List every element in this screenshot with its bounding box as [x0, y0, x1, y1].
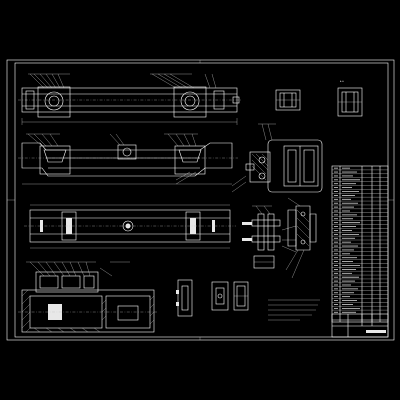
parts-list-table	[331, 165, 389, 323]
beam-bottom-view	[24, 204, 236, 249]
technical-notes	[268, 299, 320, 321]
guide-rail-section	[285, 197, 317, 279]
detail-part-3	[233, 281, 249, 311]
detail-view-small-2: A-A	[337, 80, 363, 117]
detail-view-small-1	[275, 89, 301, 111]
beam-front-view	[18, 133, 238, 185]
carriage-section-view	[231, 123, 323, 193]
title-block	[331, 313, 389, 338]
detail-part-1	[176, 279, 193, 317]
bolt-detail-view	[242, 205, 297, 269]
detail-part-2	[211, 281, 229, 311]
sheet-frame	[6, 59, 395, 341]
beam-top-view	[18, 73, 242, 125]
svg-text:A-A: A-A	[340, 80, 344, 83]
base-frame-section	[18, 261, 158, 333]
